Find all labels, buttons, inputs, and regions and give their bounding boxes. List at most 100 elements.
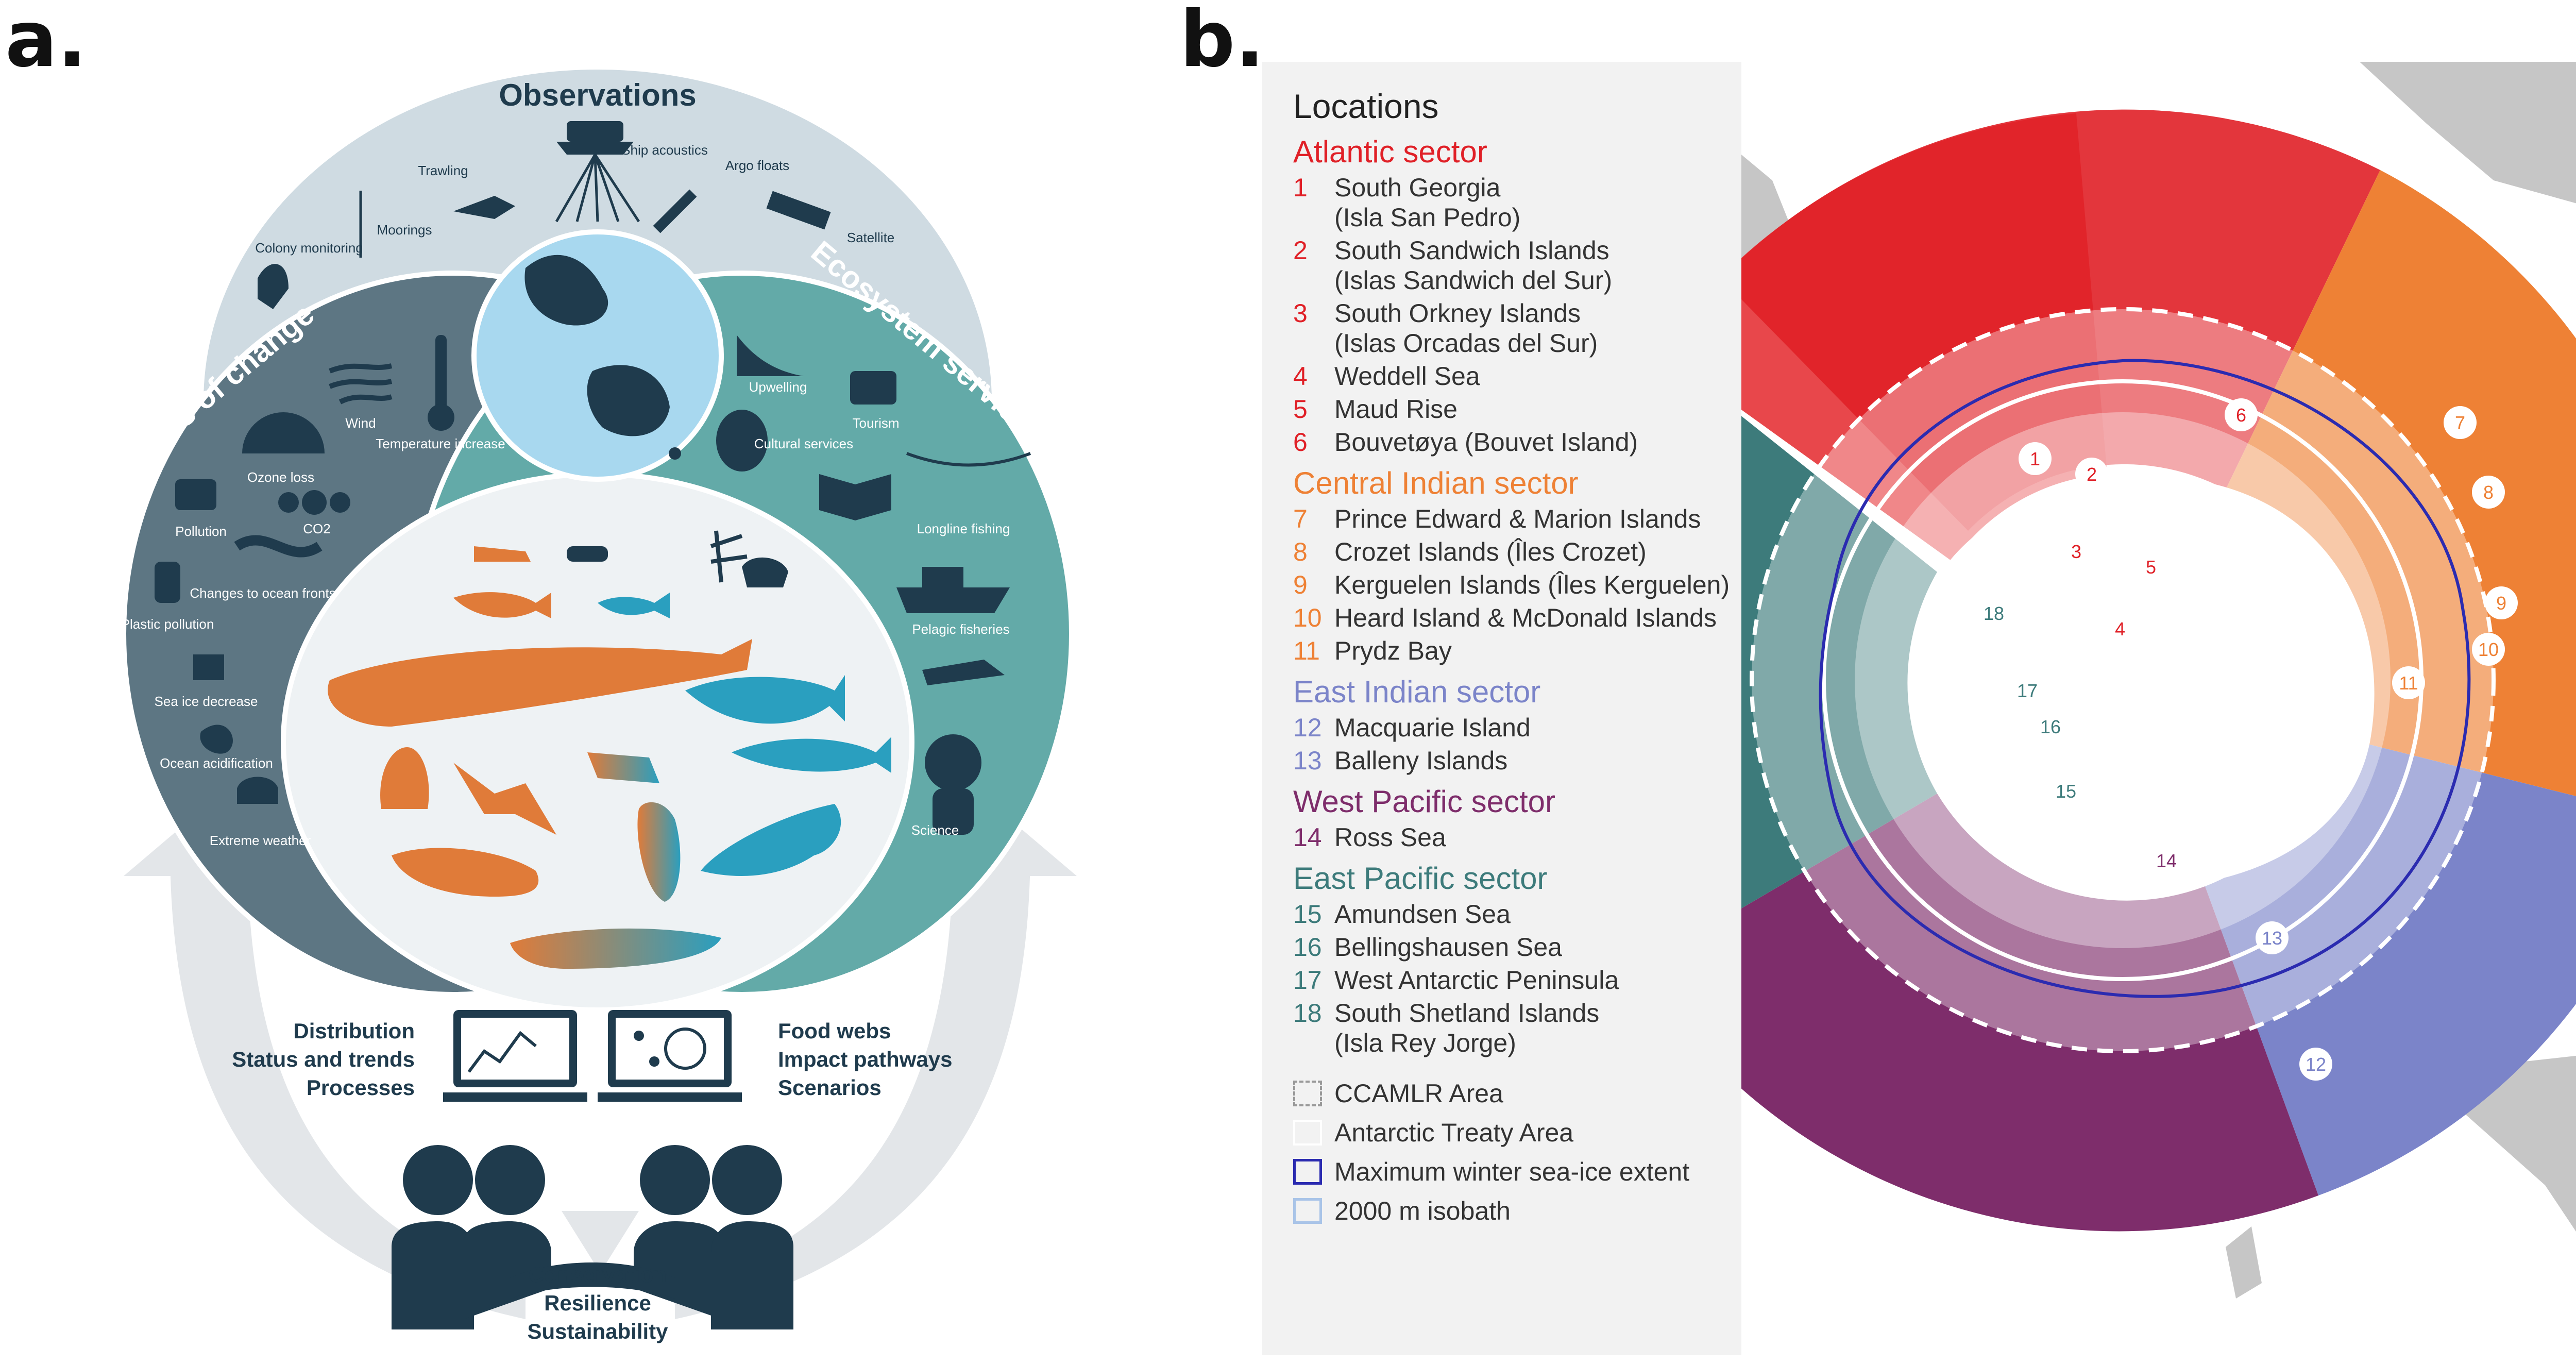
small-fish-icon — [598, 593, 670, 618]
marker-3: 3 — [2060, 535, 2093, 568]
item-label: South Georgia — [1334, 173, 1501, 202]
outcome-resilience: Resilience — [544, 1291, 651, 1315]
key-label: Maximum winter sea-ice extent — [1334, 1157, 1690, 1186]
trawl-net-icon — [453, 196, 515, 219]
tool-impact-pathways: Impact pathways — [778, 1047, 952, 1071]
svg-text:4: 4 — [2115, 618, 2125, 639]
svg-text:12: 12 — [2306, 1054, 2326, 1075]
driver-plastic: Plastic pollution — [121, 616, 214, 632]
item-number: 1 — [1293, 173, 1308, 202]
marker-18: 18 — [1977, 597, 2010, 630]
tool-food-webs: Food webs — [778, 1019, 891, 1043]
marker-15: 15 — [2049, 774, 2082, 807]
item-sub-label: (Islas Sandwich del Sur) — [1334, 266, 1613, 295]
item-sub-label: (Islas Orcadas del Sur) — [1334, 329, 1598, 358]
white-box-icon — [1293, 1120, 1322, 1146]
sector-atlantic — [1741, 109, 2380, 531]
item-number: 12 — [1293, 713, 1322, 742]
sector-name: East Indian sector — [1293, 675, 1541, 709]
sector-name: Central Indian sector — [1293, 466, 1579, 500]
item-label: Crozet Islands (Îles Crozet) — [1334, 537, 1647, 566]
svg-text:9: 9 — [2496, 593, 2506, 614]
observation-icons — [258, 121, 831, 309]
svg-text:18: 18 — [1984, 603, 2004, 624]
emperor-penguin-icon — [380, 747, 429, 809]
sector-name: Atlantic sector — [1293, 134, 1487, 169]
svg-text:15: 15 — [2056, 781, 2076, 802]
marker-8: 8 — [2472, 476, 2505, 509]
cod-icon — [685, 675, 845, 724]
svg-text:2: 2 — [2087, 464, 2097, 485]
marker-1: 1 — [2019, 442, 2052, 475]
southern-ocean-map: 1 2 3 4 5 6 7 8 9 10 11 12 13 14 15 16 1… — [1741, 62, 2576, 1355]
item-number: 8 — [1293, 537, 1308, 566]
svg-text:6: 6 — [2236, 405, 2246, 426]
svg-text:7: 7 — [2455, 412, 2465, 433]
tool-status-trends: Status and trends — [232, 1047, 415, 1071]
marker-12: 12 — [2299, 1048, 2332, 1081]
item-label: Macquarie Island — [1334, 713, 1531, 742]
item-sub-label: (Isla Rey Jorge) — [1334, 1029, 1516, 1057]
item-label: Weddell Sea — [1334, 362, 1480, 391]
shell-icon — [200, 725, 233, 754]
item-number: 18 — [1293, 999, 1322, 1028]
item-label: Heard Island & McDonald Islands — [1334, 603, 1717, 632]
item-number: 2 — [1293, 236, 1308, 265]
driver-extreme-weather: Extreme weather — [210, 833, 311, 848]
ship-icon — [567, 121, 623, 142]
obs-ship-acoustics: Ship acoustics — [621, 142, 708, 158]
sea-ice-extent-line — [1819, 359, 2471, 998]
tool-processes: Processes — [307, 1075, 415, 1100]
palette-icon — [716, 410, 768, 471]
svg-text:3: 3 — [2071, 541, 2081, 562]
africa-land — [2360, 62, 2576, 204]
item-label: West Antarctic Peninsula — [1334, 966, 1619, 995]
seal-icon — [392, 848, 539, 897]
fish-icon — [453, 592, 551, 618]
tool-distribution: Distribution — [293, 1019, 415, 1043]
thermometer-icon — [435, 335, 447, 412]
squid-icon — [587, 752, 659, 783]
driver-temperature: Temperature increase — [376, 436, 505, 451]
service-upwelling: Upwelling — [749, 379, 807, 395]
toothfish-icon — [732, 737, 891, 773]
new-zealand-land — [2226, 1226, 2262, 1299]
legend-key-treaty: Antarctic Treaty Area — [1293, 1118, 1757, 1148]
driver-acidification: Ocean acidification — [160, 755, 273, 771]
legend-keys: CCAMLR Area Antarctic Treaty Area Maximu… — [1293, 1079, 1757, 1226]
argo-float-icon — [653, 189, 697, 233]
elephant-seal-icon — [701, 804, 841, 876]
crab-icon — [742, 557, 788, 587]
longline-icon — [906, 452, 1031, 467]
antarctica-continent — [1916, 479, 2375, 888]
marker-2: 2 — [2075, 458, 2108, 491]
plastic-bottle-icon — [155, 562, 180, 603]
marker-14: 14 — [2150, 844, 2183, 877]
service-cultural: Cultural services — [754, 436, 853, 451]
sea-ice-icon — [193, 654, 224, 680]
vessel-cabin-icon — [922, 567, 963, 587]
key-label: 2000 m isobath — [1334, 1197, 1511, 1225]
item-label: Balleny Islands — [1334, 746, 1508, 775]
key-label: Antarctic Treaty Area — [1334, 1118, 1574, 1147]
book-icon — [819, 474, 891, 520]
item-number: 17 — [1293, 966, 1322, 995]
computer-icons — [443, 1010, 742, 1102]
service-science: Science — [911, 822, 959, 838]
marker-17: 17 — [2011, 674, 2044, 707]
marker-7: 7 — [2444, 406, 2477, 439]
marker-6: 6 — [2225, 398, 2258, 431]
sector-east-pacific — [1741, 416, 1937, 908]
camera-icon — [850, 371, 896, 405]
stakeholders-icon — [392, 1145, 793, 1329]
acoustic-beams-icon — [555, 154, 640, 223]
